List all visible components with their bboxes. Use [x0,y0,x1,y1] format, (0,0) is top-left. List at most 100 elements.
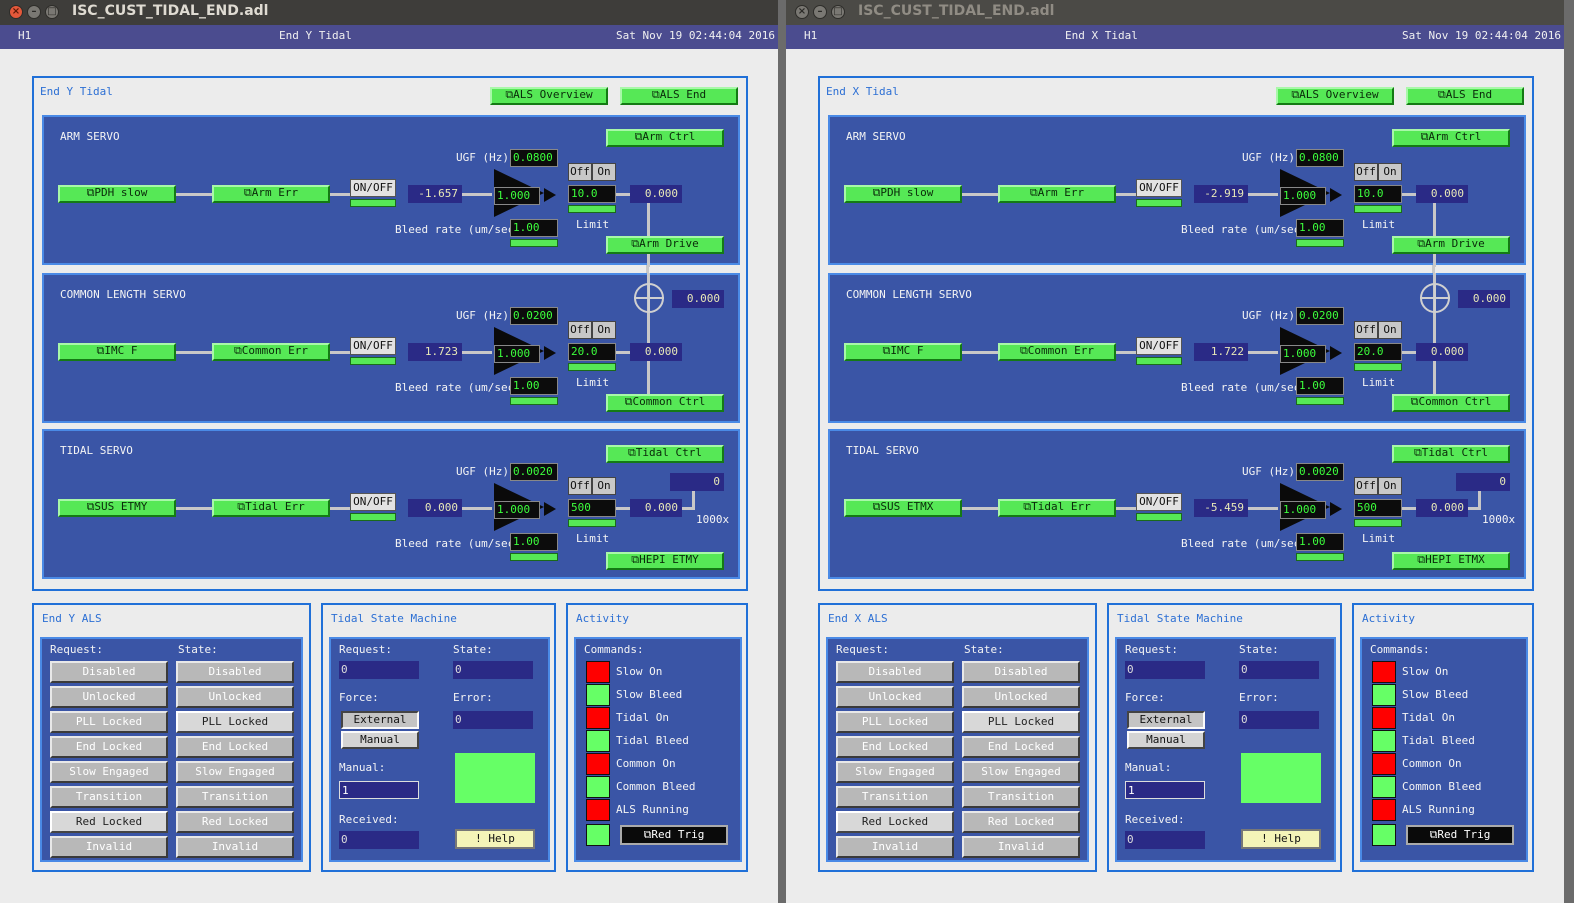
arm-on-button[interactable]: On [1378,163,1402,181]
als-request-button-1[interactable]: Unlocked [50,686,168,708]
window-close-button[interactable]: × [795,5,809,19]
als-request-button-1[interactable]: Unlocked [836,686,954,708]
tidal-bleed-input[interactable]: 1.00 [1296,533,1344,551]
window-maximize-button[interactable]: □ [831,5,845,19]
common-limit-input[interactable]: 20.0 [1354,343,1402,361]
imc-f-button[interactable]: ⧉IMC F [844,343,962,361]
tidal-on-button[interactable]: On [1378,477,1402,495]
force-external-button[interactable]: External [1127,711,1205,729]
arm-bleed-input[interactable]: 1.00 [1296,219,1344,237]
als-end-button[interactable]: ⧉ALS End [1406,87,1524,105]
als-request-button-4[interactable]: Slow Engaged [836,761,954,783]
common-ugf-input[interactable]: 0.0200 [510,307,558,325]
window-titlebar[interactable]: × – □ ISC_CUST_TIDAL_END.adl [0,0,778,25]
arm-err-button[interactable]: ⧉Arm Err [212,185,330,203]
als-request-button-0[interactable]: Disabled [50,661,168,683]
common-bleed-input[interactable]: 1.00 [510,377,558,395]
force-manual-button[interactable]: Manual [1127,731,1205,749]
common-on-button[interactable]: On [1378,321,1402,339]
arm-drive-button[interactable]: ⧉Arm Drive [1392,236,1510,254]
tsm-manual-input[interactable]: 1 [1125,781,1205,799]
window-minimize-button[interactable]: – [27,5,41,19]
als-end-button[interactable]: ⧉ALS End [620,87,738,105]
help-button[interactable]: ! Help [455,829,535,849]
arm-ugf-input[interactable]: 0.0800 [510,149,558,167]
common-ctrl-button[interactable]: ⧉Common Ctrl [606,394,724,412]
arm-gain-input[interactable]: 1.000 [494,187,540,205]
arm-limit-input[interactable]: 10.0 [1354,185,1402,203]
sus-etm-button[interactable]: ⧉SUS ETMY [58,499,176,517]
arm-gain-input[interactable]: 1.000 [1280,187,1326,205]
als-request-button-0[interactable]: Disabled [836,661,954,683]
als-overview-button[interactable]: ⧉ALS Overview [1276,87,1394,105]
als-request-button-2[interactable]: PLL Locked [50,711,168,733]
window-close-button[interactable]: × [9,5,23,19]
hepi-etm-button[interactable]: ⧉HEPI ETMX [1392,552,1510,570]
arm-limit-input[interactable]: 10.0 [568,185,616,203]
tidal-ctrl-button[interactable]: ⧉Tidal Ctrl [1392,445,1510,463]
arm-onoff-button[interactable]: ON/OFF [1136,179,1182,197]
als-request-button-3[interactable]: End Locked [50,736,168,758]
tidal-limit-input[interactable]: 500 [568,499,616,517]
arm-err-button[interactable]: ⧉Arm Err [998,185,1116,203]
tidal-ctrl-button[interactable]: ⧉Tidal Ctrl [606,445,724,463]
tidal-off-button[interactable]: Off [1354,477,1378,495]
red-trig-button[interactable]: ⧉Red Trig [1406,825,1514,845]
arm-onoff-button[interactable]: ON/OFF [350,179,396,197]
als-request-button-4[interactable]: Slow Engaged [50,761,168,783]
als-request-button-3[interactable]: End Locked [836,736,954,758]
common-limit-input[interactable]: 20.0 [568,343,616,361]
common-onoff-button[interactable]: ON/OFF [350,337,396,355]
help-button[interactable]: ! Help [1241,829,1321,849]
common-ugf-input[interactable]: 0.0200 [1296,307,1344,325]
common-err-button[interactable]: ⧉Common Err [998,343,1116,361]
force-manual-button[interactable]: Manual [341,731,419,749]
window-maximize-button[interactable]: □ [45,5,59,19]
tidal-bleed-input[interactable]: 1.00 [510,533,558,551]
arm-on-button[interactable]: On [592,163,616,181]
common-off-button[interactable]: Off [1354,321,1378,339]
tidal-onoff-button[interactable]: ON/OFF [350,493,396,511]
als-request-button-6[interactable]: Red Locked [50,811,168,833]
tidal-limit-input[interactable]: 500 [1354,499,1402,517]
imc-f-button[interactable]: ⧉IMC F [58,343,176,361]
als-overview-button[interactable]: ⧉ALS Overview [490,87,608,105]
pdh-slow-button[interactable]: ⧉PDH slow [844,185,962,203]
sus-etm-button[interactable]: ⧉SUS ETMX [844,499,962,517]
arm-ctrl-button[interactable]: ⧉Arm Ctrl [606,129,724,147]
arm-bleed-input[interactable]: 1.00 [510,219,558,237]
als-request-button-6[interactable]: Red Locked [836,811,954,833]
als-request-button-7[interactable]: Invalid [836,836,954,858]
tidal-off-button[interactable]: Off [568,477,592,495]
als-request-button-2[interactable]: PLL Locked [836,711,954,733]
arm-ugf-input[interactable]: 0.0800 [1296,149,1344,167]
als-request-button-5[interactable]: Transition [836,786,954,808]
tidal-ugf-input[interactable]: 0.0020 [510,463,558,481]
common-onoff-button[interactable]: ON/OFF [1136,337,1182,355]
tidal-gain-input[interactable]: 1.000 [494,501,540,519]
force-external-button[interactable]: External [341,711,419,729]
common-err-button[interactable]: ⧉Common Err [212,343,330,361]
arm-ctrl-button[interactable]: ⧉Arm Ctrl [1392,129,1510,147]
tidal-err-button[interactable]: ⧉Tidal Err [998,499,1116,517]
tidal-ugf-input[interactable]: 0.0020 [1296,463,1344,481]
common-ctrl-button[interactable]: ⧉Common Ctrl [1392,394,1510,412]
tidal-onoff-button[interactable]: ON/OFF [1136,493,1182,511]
als-request-button-5[interactable]: Transition [50,786,168,808]
tsm-manual-input[interactable]: 1 [339,781,419,799]
window-titlebar[interactable]: × – □ ISC_CUST_TIDAL_END.adl [786,0,1564,25]
als-request-button-7[interactable]: Invalid [50,836,168,858]
tidal-gain-input[interactable]: 1.000 [1280,501,1326,519]
common-off-button[interactable]: Off [568,321,592,339]
common-gain-input[interactable]: 1.000 [1280,345,1326,363]
common-on-button[interactable]: On [592,321,616,339]
red-trig-button[interactable]: ⧉Red Trig [620,825,728,845]
arm-off-button[interactable]: Off [1354,163,1378,181]
pdh-slow-button[interactable]: ⧉PDH slow [58,185,176,203]
